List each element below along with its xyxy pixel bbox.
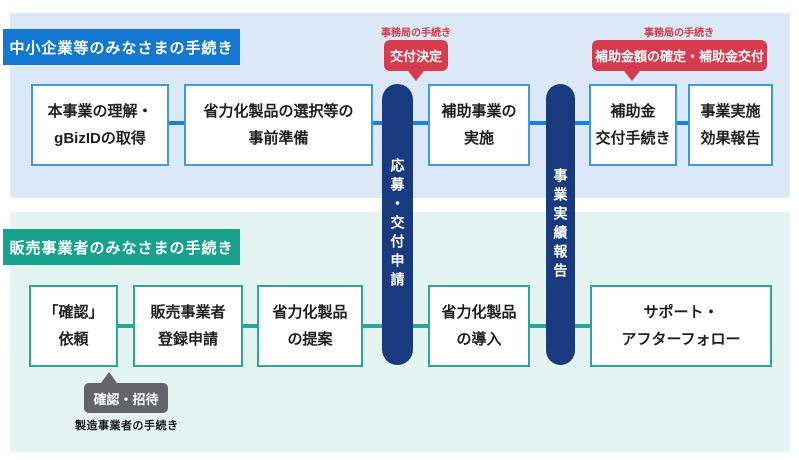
manufacturer-caption: 製造事業者の手続き [75,420,179,432]
milestone-application-pill: 応募・交付申請 [382,84,413,365]
step-box-subsidized-business: 補助事業の 実施 [428,84,530,166]
step-box-understanding-gbizid: 本事業の理解・ gBizIDの取得 [31,84,169,166]
step-box-preparation: 省力化製品の選択等の 事前準備 [184,84,373,166]
secretariat-caption-2: 事務局の手続き [644,28,714,39]
step-box-product-proposal: 省力化製品 の提案 [257,285,363,367]
confirmation-invitation-bubble: 確認・招待 [84,372,168,413]
grant-decision-bubble: 交付決定 [384,40,448,71]
step-box-product-installation: 省力化製品 の導入 [428,285,530,367]
step-box-grant-procedure: 補助金 交付手続き [589,84,677,166]
secretariat-caption-1: 事務局の手続き [381,28,451,39]
step-box-confirmation-request: 「確認」 依頼 [29,285,118,367]
vendor-section-header: 販売事業者のみなさまの手続き [3,229,240,265]
step-box-vendor-registration: 販売事業者 登録申請 [133,285,243,367]
step-box-effect-report: 事業実施 効果報告 [688,84,773,166]
amount-confirmation-grant-bubble: 補助金額の確定・補助金交付 [592,40,767,81]
step-box-support-followup: サポート・ アフターフォロー [590,285,772,367]
milestone-performance-report-pill: 事業実績報告 [546,84,575,365]
sme-section-header: 中小企業等のみなさまの手続き [3,29,240,65]
